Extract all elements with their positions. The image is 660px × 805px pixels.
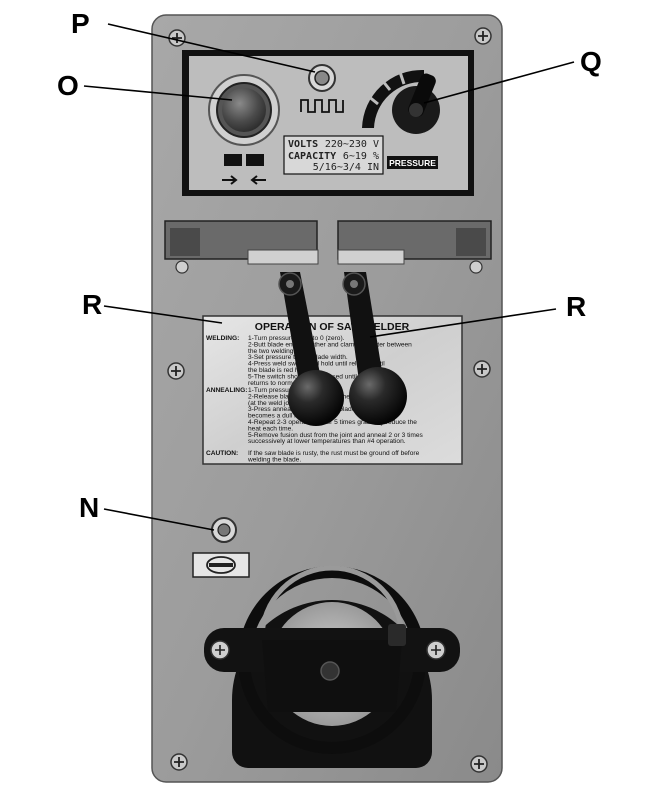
capacity-label: CAPACITY bbox=[288, 151, 336, 162]
leader-line-r-left bbox=[103, 305, 223, 324]
instruction-line: becomes a dull red color. bbox=[248, 413, 321, 420]
left-clamp-jaw bbox=[164, 220, 319, 274]
annealing-section-label: ANNEALING: bbox=[206, 387, 247, 394]
callout-o: O bbox=[57, 70, 79, 101]
grinder-wheel-housing bbox=[204, 565, 460, 768]
instruction-line: successively at lower temperatures than … bbox=[248, 438, 406, 445]
caution-section-label: CAUTION: bbox=[206, 450, 238, 457]
leader-line-p bbox=[107, 23, 316, 73]
spec-box bbox=[283, 135, 384, 175]
instruction-plate-title: OPERATION OF SAW WELDER bbox=[255, 321, 410, 333]
instruction-line: 4-Repeat 2-3 operations 4 or 5 times gra… bbox=[248, 419, 417, 426]
callout-r-right: R bbox=[566, 291, 586, 322]
switch-label-plate bbox=[192, 552, 250, 578]
capacity-value-in: 5/16~3/4 IN bbox=[313, 162, 379, 173]
instruction-line: 1-Turn pressure knob to 0. bbox=[248, 387, 326, 394]
leader-line-r-right bbox=[369, 308, 557, 338]
instruction-line: the two welding jaws. bbox=[248, 348, 310, 355]
instruction-line: 2-Butt blade ends together and clamp in … bbox=[248, 341, 412, 348]
pressure-knob[interactable] bbox=[392, 72, 440, 134]
butt-weld-symbol-icon bbox=[222, 154, 266, 185]
right-clamp-lever[interactable] bbox=[342, 272, 407, 425]
pressure-scale bbox=[362, 69, 424, 128]
instruction-line: heat each time. bbox=[248, 425, 293, 432]
leader-line-q bbox=[423, 61, 575, 104]
left-clamp-lever[interactable] bbox=[278, 272, 344, 426]
instruction-line: the blade is red hot. bbox=[248, 367, 306, 374]
instruction-line: 5-Remove fusion dust from the joint and … bbox=[248, 432, 424, 439]
callout-p: P bbox=[71, 8, 90, 39]
weld-push-button[interactable] bbox=[208, 74, 280, 146]
caution-instructions: If the saw blade is rusty, the rust must… bbox=[247, 450, 420, 463]
anneal-toggle-switch[interactable] bbox=[308, 64, 336, 92]
panel-screw-mid-left bbox=[167, 362, 185, 380]
grinder-switch[interactable] bbox=[211, 517, 237, 543]
welding-section-label: WELDING: bbox=[206, 335, 239, 342]
callout-q: Q bbox=[580, 46, 602, 77]
callout-r-left: R bbox=[82, 289, 102, 320]
volts-label: VOLTS bbox=[288, 139, 318, 150]
leader-line-o bbox=[83, 85, 233, 101]
pressure-label: PRESSURE bbox=[389, 158, 436, 168]
instruction-line: welding the blade. bbox=[247, 456, 301, 463]
panel-screw-bottom-left bbox=[170, 753, 188, 771]
pressure-tag bbox=[387, 156, 438, 169]
instruction-line: If the saw blade is rusty, the rust must… bbox=[248, 450, 420, 457]
instruction-line: returns to normal. bbox=[248, 380, 300, 387]
instruction-line: (at the weld joint). bbox=[248, 400, 300, 407]
leader-line-n bbox=[103, 508, 215, 531]
callout-n: N bbox=[79, 492, 99, 523]
capacity-value-mm: 6~19 % bbox=[343, 151, 379, 162]
volts-value: 220~230 V bbox=[325, 139, 379, 150]
panel-screw-mid-right bbox=[473, 360, 491, 378]
panel-screw-top-left bbox=[168, 29, 186, 47]
right-lever-knob[interactable] bbox=[349, 367, 407, 425]
panel-screw-bottom-right bbox=[470, 755, 488, 773]
panel-screw-top-right bbox=[474, 27, 492, 45]
right-clamp-jaw bbox=[337, 220, 492, 274]
left-lever-knob[interactable] bbox=[288, 370, 344, 426]
pulse-wave-icon bbox=[300, 99, 344, 113]
